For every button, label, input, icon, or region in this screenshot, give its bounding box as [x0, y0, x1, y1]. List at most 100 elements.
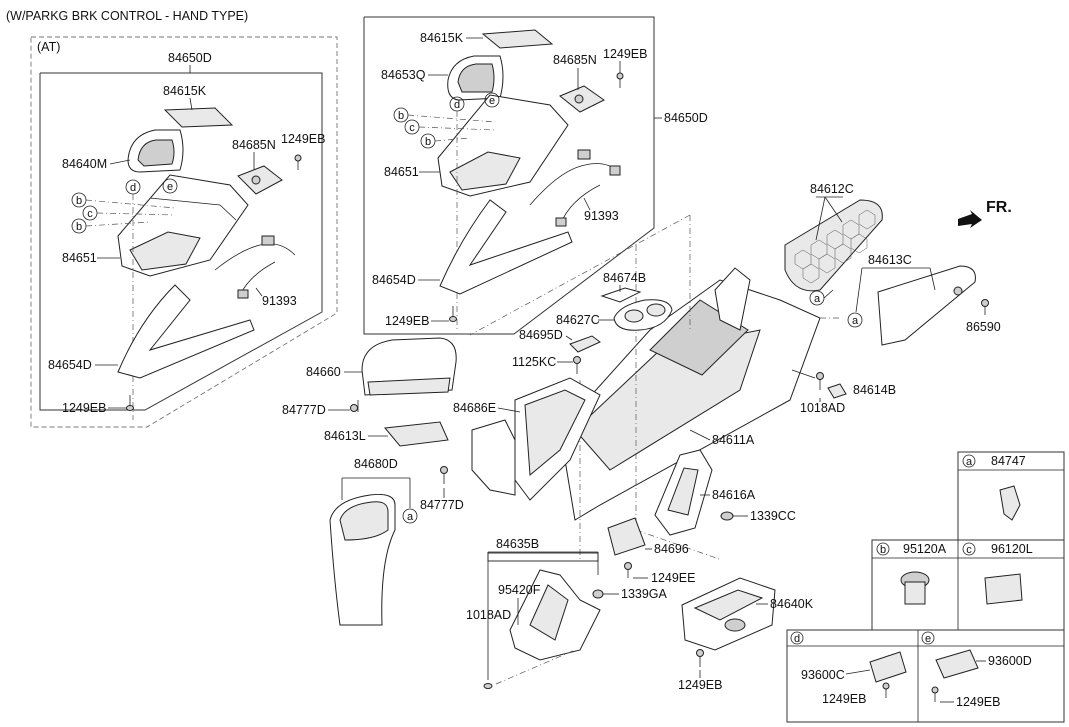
label-84614B: 84614B: [853, 383, 896, 397]
label-84654D-left: 84654D: [48, 358, 92, 372]
label-84695D: 84695D: [519, 328, 563, 342]
part-84654D-center-lower: [439, 199, 573, 295]
svg-text:d: d: [454, 99, 460, 111]
label-1249EB-center-bottom: 1249EB: [385, 314, 429, 328]
diagram-condition-title: (W/PARKG BRK CONTROL - HAND TYPE): [6, 9, 248, 23]
label-84615K-center: 84615K: [420, 31, 464, 45]
label-91393-left: 91393: [262, 294, 297, 308]
label-84640M: 84640M: [62, 157, 107, 171]
label-84613C: 84613C: [868, 253, 912, 267]
svg-text:a: a: [852, 315, 859, 327]
label-84654D-center: 84654D: [372, 273, 416, 287]
svg-text:c: c: [409, 122, 415, 134]
svg-text:d: d: [130, 182, 136, 194]
part-1339CC-nut: [720, 511, 734, 521]
label-84686E: 84686E: [453, 401, 496, 415]
label-1339GA: 1339GA: [621, 587, 668, 601]
svg-text:d: d: [794, 633, 800, 645]
svg-text:b: b: [76, 195, 82, 207]
legend-box-de: [786, 629, 1065, 723]
svg-text:e: e: [489, 95, 495, 107]
svg-text:b: b: [398, 110, 404, 122]
part-84686E-bracket: [471, 419, 516, 496]
label-84611A: 84611A: [712, 433, 755, 447]
part-84615K-left-pad: [163, 107, 234, 128]
label-84635B: 84635B: [496, 537, 539, 551]
label-1018AD-bottom: 1018AD: [466, 608, 511, 622]
front-label: FR.: [986, 199, 1012, 216]
label-84696: 84696: [654, 542, 689, 556]
legend-e-switch-icon: [935, 649, 979, 679]
label-1249EE: 1249EE: [651, 571, 695, 585]
label-84651-left: 84651: [62, 251, 97, 265]
svg-text:b: b: [76, 221, 82, 233]
label-84650D-center: 84650D: [664, 111, 708, 125]
legend-e-part: 93600D: [988, 654, 1032, 668]
label-84640K: 84640K: [770, 597, 814, 611]
legend-d-screw: 1249EB: [822, 692, 866, 706]
label-1125KC: 1125KC: [512, 355, 556, 369]
label-1018AD-right: 1018AD: [800, 401, 845, 415]
label-91393-center: 91393: [584, 209, 619, 223]
label-1249EB-center-top: 1249EB: [603, 47, 647, 61]
svg-text:a: a: [814, 293, 821, 305]
part-84695D: [569, 335, 601, 353]
part-91393-left-wiring: [214, 237, 296, 296]
part-84613L-pad: [384, 421, 449, 447]
label-84685N-center: 84685N: [553, 53, 597, 67]
center-ref-circles: b c b d e: [393, 92, 500, 330]
part-84674B: [600, 287, 642, 303]
legend-c-usb-icon: [984, 573, 1023, 605]
label-1249EB-left-bottom: 1249EB: [62, 401, 106, 415]
label-84650D-left: 84650D: [168, 51, 212, 65]
label-84660: 84660: [306, 365, 341, 379]
legend-a-clip-icon: [999, 485, 1021, 521]
part-84614B: [827, 383, 847, 399]
part-84612C-pad: [784, 199, 883, 292]
at-outer-dashed-frame: [30, 36, 338, 428]
label-84616A: 84616A: [712, 488, 756, 502]
label-84613L: 84613L: [324, 429, 366, 443]
legend-b-part: 95120A: [903, 542, 947, 556]
part-84615K-center-pad: [481, 29, 554, 49]
right-side-parts: 84612C a 84613C a 86590: [784, 182, 1001, 346]
armrest-group: 84660 84777D 84613L 84680D a: [282, 337, 457, 626]
svg-text:a: a: [966, 456, 973, 468]
front-direction-indicator: FR.: [958, 199, 1012, 228]
label-1249EB-bottom: 1249EB: [678, 678, 722, 692]
label-84777D-right: 84777D: [420, 498, 464, 512]
legend-e-screw: 1249EB: [956, 695, 1000, 709]
svg-text:c: c: [966, 544, 972, 556]
part-84654D-left-lower: [117, 284, 255, 379]
label-84612C: 84612C: [810, 182, 854, 196]
label-84627C: 84627C: [556, 313, 600, 327]
label-1249EB-left-top: 1249EB: [281, 132, 325, 146]
legend-c-part: 96120L: [991, 542, 1033, 556]
svg-text:e: e: [167, 181, 173, 193]
svg-text:a: a: [407, 511, 414, 523]
svg-text:b: b: [880, 544, 886, 556]
label-84651-center: 84651: [384, 165, 419, 179]
legend-d-part: 93600C: [801, 668, 845, 682]
part-84696: [607, 517, 646, 556]
label-84615K-left: 84615K: [163, 84, 207, 98]
part-84613C-panel: [877, 265, 976, 346]
main-console-assembly: 84611A 84674B 84627C 84695D 1125KC 84686…: [420, 214, 896, 692]
label-84674B: 84674B: [603, 271, 646, 285]
label-84777D-left: 84777D: [282, 403, 326, 417]
legend-d-switch-icon: [869, 651, 907, 683]
svg-text:b: b: [425, 136, 431, 148]
label-84680D: 84680D: [354, 457, 398, 471]
svg-text:e: e: [925, 633, 931, 645]
legend-a-part: 84747: [991, 454, 1026, 468]
label-1339CC: 1339CC: [750, 509, 796, 523]
center-group: 84650D 84615K 84653Q 84685N 1249EB 84651…: [363, 16, 708, 335]
part-1339GA-nut: [592, 589, 604, 599]
left-group: (AT) 84650D 84615K 84640M 84685N 1249EB …: [30, 36, 338, 428]
at-label: (AT): [37, 40, 60, 54]
svg-text:c: c: [87, 208, 93, 220]
label-86590: 86590: [966, 320, 1001, 334]
left-assembly-frame: [39, 72, 323, 411]
label-84653Q: 84653Q: [381, 68, 426, 82]
